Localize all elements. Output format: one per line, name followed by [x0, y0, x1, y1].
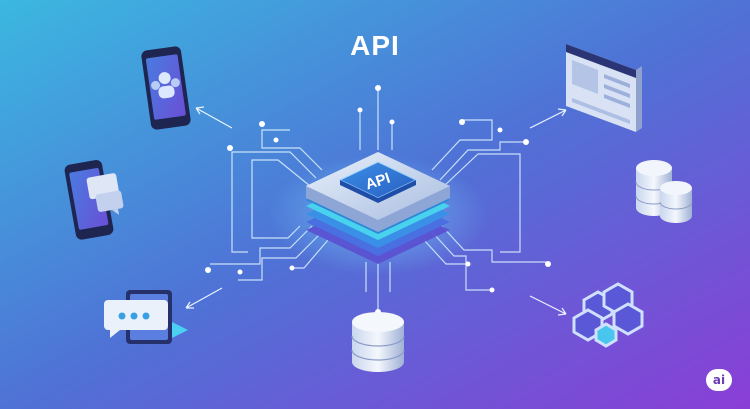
- database-icon: [351, 312, 405, 372]
- arrows: [185, 106, 567, 316]
- chat-window-icon: [104, 290, 188, 344]
- database-cluster-icon: [635, 160, 693, 223]
- api-stack: [268, 152, 488, 275]
- circuit-nodes: [205, 85, 551, 315]
- page-title: API: [350, 30, 400, 61]
- smartphone-chat-icon: [64, 160, 124, 240]
- smartphone-users-icon: [141, 46, 191, 130]
- browser-window-icon: [566, 44, 642, 132]
- cube-network-icon: [572, 282, 644, 348]
- ai-watermark-badge: ai: [706, 369, 732, 391]
- chip-label: API: [363, 170, 392, 194]
